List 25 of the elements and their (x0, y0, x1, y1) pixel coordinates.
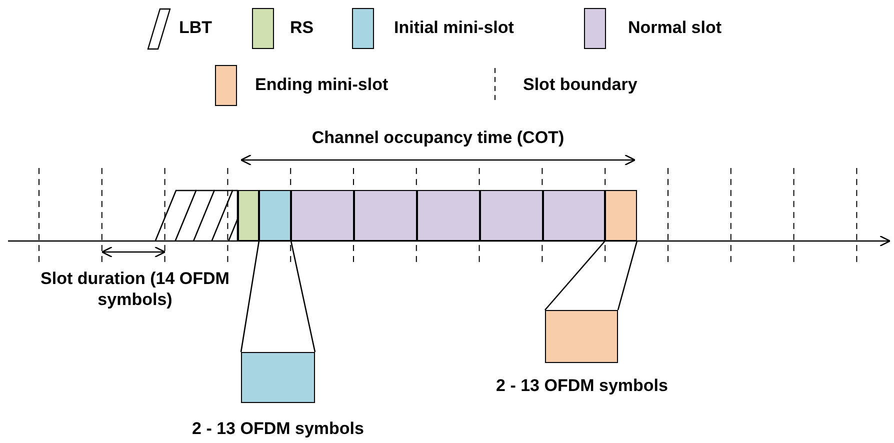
dimension-label: Channel occupancy time (COT) (312, 128, 564, 148)
zoom-line (290, 240, 316, 352)
legend-label: LBT (179, 18, 212, 38)
zoom-line (617, 240, 638, 310)
legend-label: Initial mini-slot (394, 18, 514, 38)
legend-label: Ending mini-slot (255, 75, 388, 96)
dimension-label: Slot duration (14 OFDM symbols) (40, 268, 230, 310)
normal-slot-block (543, 190, 605, 241)
legend-label: Slot boundary (523, 75, 638, 96)
symbol-count-text: 2 - 13 OFDM symbols (192, 419, 364, 440)
normal-slot-block (417, 190, 480, 241)
lbt-block (155, 190, 238, 241)
enlarged-initial-mini-slot-block (241, 352, 315, 403)
initial-mini-slot-block (259, 190, 291, 241)
rs-block (238, 190, 259, 241)
normal-slot-block (480, 190, 543, 241)
legend-label: RS (290, 18, 314, 38)
ending-mini-slot-block (605, 190, 637, 241)
zoom-line (544, 240, 606, 310)
enlarged-ending-mini-slot-block (545, 310, 618, 363)
legend-label: Normal slot (628, 18, 722, 38)
normal-slot-block (291, 190, 354, 241)
normal-slot-block (354, 190, 417, 241)
zoom-line (240, 240, 260, 352)
symbol-count-text: 2 - 13 OFDM symbols (496, 376, 668, 396)
